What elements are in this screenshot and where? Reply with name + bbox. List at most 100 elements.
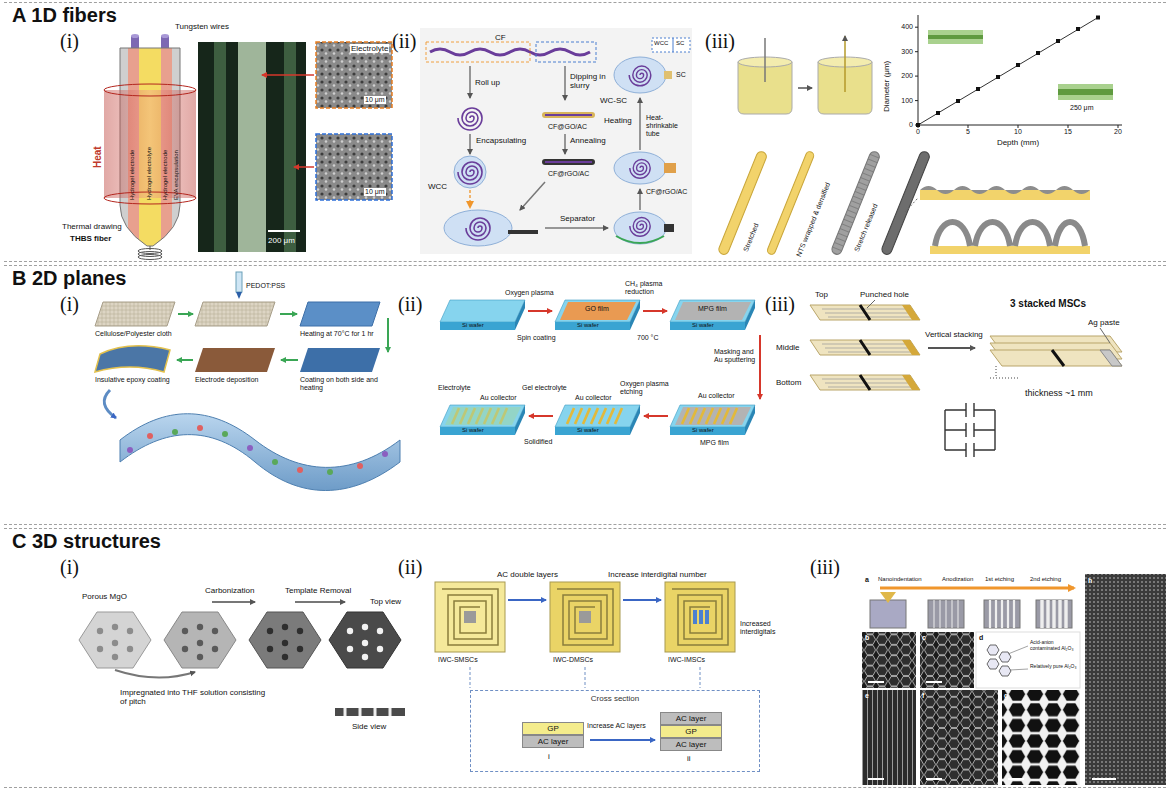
fiber-drawing-plot <box>717 15 1122 256</box>
annotation-label: Hydrogel electrode <box>129 150 136 200</box>
axis-tick: 5 <box>966 128 970 136</box>
annotation-label: Hydrogel electrolyte <box>146 147 153 200</box>
annotation-label: b <box>865 634 869 642</box>
stacking-figure <box>810 300 1122 457</box>
annotation-label: i <box>548 752 550 761</box>
annotation-label: Encapsulating <box>476 136 526 145</box>
panel-label: (iii) <box>705 30 735 53</box>
annotation-label: ii <box>687 754 691 763</box>
annotation-label: GO film <box>585 305 609 313</box>
panel-heading: A 1D fibers <box>12 4 117 27</box>
annotation-label: Heat <box>92 146 104 168</box>
annotation-label: Separator <box>560 214 595 223</box>
panel-label: (iii) <box>810 556 840 579</box>
axis-tick: 10 <box>1014 128 1022 136</box>
annotation-label: SC <box>676 71 686 79</box>
annotation-label: PEDOT:PSS <box>246 282 285 290</box>
annotation-label: h <box>1088 577 1092 585</box>
annotation-label: WC-SC <box>600 96 627 105</box>
axis-tick: 20 <box>1114 128 1122 136</box>
annotation-label: Electrode deposition <box>195 376 258 384</box>
cross-section-box: Cross sectionGPAC layerAC layerGPAC laye… <box>470 690 760 772</box>
axis-tick: 300 <box>901 48 913 56</box>
annotation-label: e <box>865 692 869 700</box>
axis-tick: 0 <box>916 128 920 136</box>
annotation-label: Porous MgO <box>82 592 127 601</box>
annotation-label: SC <box>676 40 684 47</box>
annotation-label: IWC-SMSCs <box>438 656 478 664</box>
panel-label: (i) <box>60 556 79 579</box>
annotation-label: Au collector <box>698 392 735 400</box>
template-figure <box>79 602 405 716</box>
annotation-label: Stretched <box>742 222 761 253</box>
panel-label: (ii) <box>398 556 422 579</box>
layer-box: AC layer <box>660 738 722 751</box>
annotation-label: Electrolyte <box>438 384 471 392</box>
annotation-label: 10 μm <box>364 188 386 196</box>
textile-process-figure <box>95 272 400 491</box>
annotation-label: Au collector <box>575 394 612 402</box>
anodization-figure <box>862 574 1166 785</box>
annotation-label: CF@rGO/AC <box>646 188 687 196</box>
layer-name: GP <box>547 725 559 733</box>
annotation-label: Impregnated into THF solution consisting… <box>120 688 270 706</box>
annotation-label: MPG film <box>700 439 729 447</box>
layer-box: GP <box>660 725 722 738</box>
annotation-label: Annealing <box>570 136 606 145</box>
annotation-label: Punched hole <box>860 290 909 299</box>
annotation-label: EVA encapsulation <box>173 150 180 200</box>
annotation-label: Heating <box>604 116 632 125</box>
annotation-label: 3 stacked MSCs <box>1010 298 1086 310</box>
annotation-label: Electrolyte <box>350 44 389 53</box>
annotation-label: WCC <box>654 40 668 47</box>
annotation-label: Vertical stacking <box>925 330 983 339</box>
fiber-winding-figure <box>420 28 692 254</box>
box-title: Cross section <box>471 694 759 703</box>
annotation-label: Insulative epoxy coating <box>95 376 170 384</box>
annotation-label: Thermal drawing <box>62 222 122 231</box>
annotation-label: CH₄ plasma reduction <box>625 280 675 296</box>
annotation-label: Dipping in slurry <box>570 72 610 90</box>
annotation-label: Top <box>815 290 828 299</box>
annotation-label: thickness ~1 mm <box>1025 388 1093 398</box>
panel-label: (i) <box>60 30 79 53</box>
annotation-label: Middle <box>776 343 800 352</box>
annotation-label: Relatively pure Al₂O₃ <box>1030 664 1078 670</box>
annotation-label: Increase interdigital number <box>608 570 707 579</box>
annotation-label: Si wafer <box>692 427 714 434</box>
annotation-label: c <box>922 634 926 642</box>
annotation-label: Solidified <box>524 438 552 446</box>
annotation-label: CF <box>495 33 506 42</box>
annotation-label: g <box>1004 692 1008 700</box>
wafer-process-figure <box>440 300 760 435</box>
panel-label: (iii) <box>765 293 795 316</box>
annotation-label: 10 μm <box>364 96 386 104</box>
layer-box: GP <box>522 722 584 735</box>
annotation-label: Heat-shrinkable tube <box>646 114 690 138</box>
annotation-label: Cellulose/Polyester cloth <box>95 330 172 338</box>
annotation-label: Si wafer <box>692 322 714 329</box>
annotation-label: Spin coating <box>517 334 556 342</box>
annotation-label: Diameter (μm) <box>882 61 891 112</box>
layer-box: AC layer <box>522 735 584 748</box>
annotation-label: Oxygen plasma <box>505 289 554 297</box>
annotation-label: AC double layers <box>497 570 558 579</box>
annotation-label: 200 μm <box>268 236 295 245</box>
annotation-label: 700 °C <box>637 334 658 342</box>
annotation-label: IWC-DMSCs <box>553 656 593 664</box>
annotation-label: 2nd etching <box>1030 576 1061 583</box>
annotation-label: CF@rGO/AC <box>548 170 589 178</box>
annotation-label: Masking and Au sputtering <box>714 348 758 364</box>
micro-supercapacitor-figure <box>435 582 735 740</box>
panel-label: (ii) <box>392 30 416 53</box>
annotation-label: Tungsten wires <box>175 22 229 31</box>
annotation-label: Gel electrolyte <box>522 384 567 392</box>
annotation-label: WCC <box>428 182 447 191</box>
annotation-label: 250 μm <box>1070 104 1094 112</box>
annotation-label: Si wafer <box>462 427 484 434</box>
annotation-label: Hydrogel electrode <box>162 150 169 200</box>
annotation-label: Au collector <box>480 394 517 402</box>
annotation-label: Coating on both side and heating <box>300 376 380 392</box>
annotation-label: MPG film <box>698 305 727 313</box>
annotation-label: Bottom <box>776 378 801 387</box>
